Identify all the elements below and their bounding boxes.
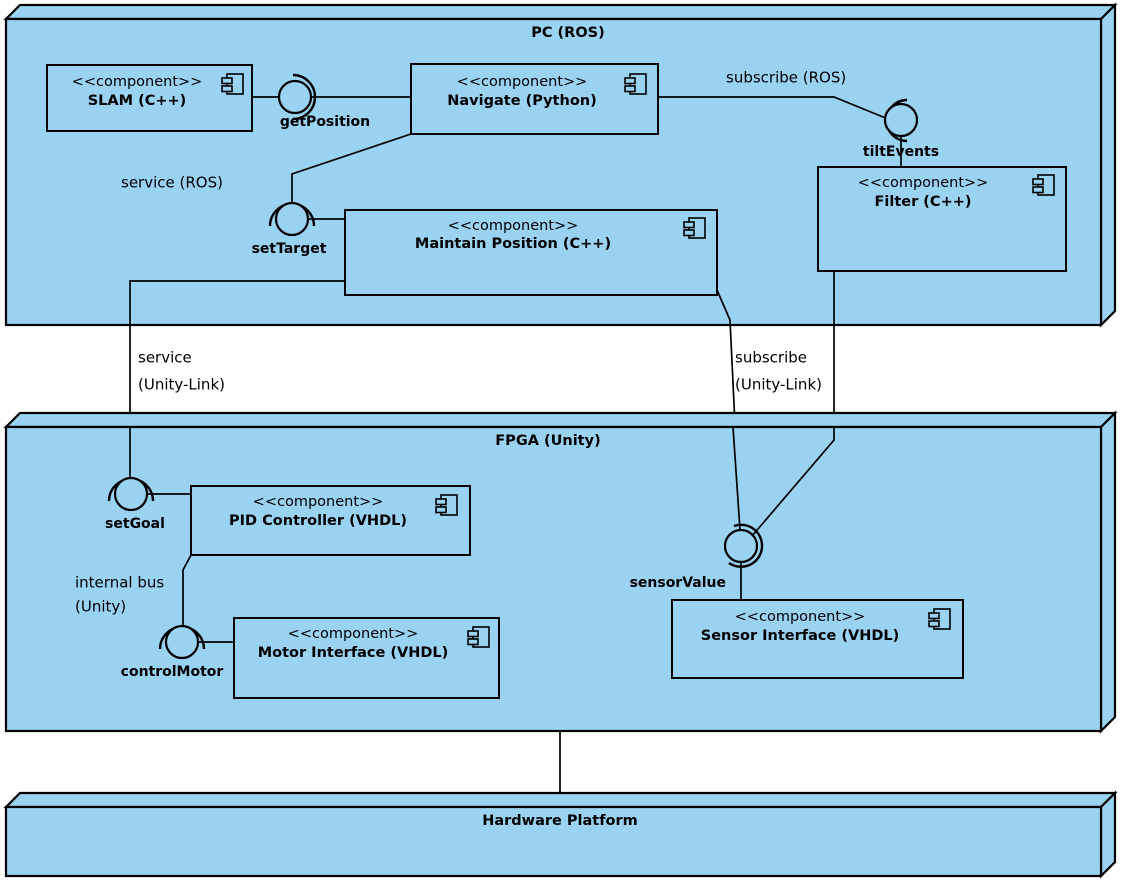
component-slam-stereotype: <<component>>	[72, 74, 203, 90]
component-pid-controller-stereotype: <<component>>	[253, 494, 384, 510]
component-navigate-box	[410, 63, 659, 135]
interface-setgoal[interactable]: setGoal	[105, 476, 165, 532]
component-navigate[interactable]: <<component>> Navigate (Python)	[410, 63, 659, 135]
component-maintain-position-stereotype: <<component>>	[448, 218, 579, 234]
interface-getposition[interactable]: getPosition	[277, 73, 370, 130]
ball-icon	[113, 476, 149, 512]
edge-label-internal-bus-line1: internal bus	[75, 574, 164, 592]
connector-pid-controlmotor	[182, 554, 192, 626]
node-hardware-platform-title: Hardware Platform	[482, 813, 638, 829]
edge-label-subscribe-ros: subscribe (ROS)	[726, 69, 846, 87]
component-sensor-interface-box	[671, 599, 964, 679]
component-pid-controller-box	[190, 485, 471, 556]
edge-label-service-unity-line2: (Unity-Link)	[138, 376, 225, 394]
node-hardware-side-face	[1099, 790, 1117, 879]
component-filter[interactable]: <<component>> Filter (C++)	[817, 166, 1067, 272]
component-filter-stereotype: <<component>>	[858, 175, 989, 191]
edge-label-service-ros: service (ROS)	[121, 174, 223, 192]
component-navigate-name: Navigate (Python)	[447, 93, 596, 109]
component-maintain-position[interactable]: <<component>> Maintain Position (C++)	[344, 209, 718, 296]
component-filter-box	[817, 166, 1067, 272]
edge-label-subscribe-unity-line1: subscribe	[735, 349, 807, 367]
node-fpga-front-face	[4, 425, 1103, 733]
node-fpga-side-face	[1099, 410, 1117, 734]
interface-sensorvalue-label: sensorValue	[630, 575, 726, 591]
interface-settarget[interactable]: setTarget	[252, 201, 327, 257]
edge-label-internal-bus-line2: (Unity)	[75, 598, 126, 616]
component-icon	[928, 608, 951, 630]
interface-controlmotor[interactable]: controlMotor	[121, 624, 224, 680]
component-pid-controller-name: PID Controller (VHDL)	[229, 513, 407, 529]
node-hardware-top-face	[3, 791, 1118, 809]
interface-controlmotor-label: controlMotor	[121, 664, 224, 680]
component-motor-interface-box	[233, 617, 500, 699]
component-slam-box	[46, 64, 253, 132]
ball-icon	[277, 79, 313, 115]
connector-navigate-tiltevents	[658, 96, 889, 120]
node-pc-top-face	[3, 3, 1118, 21]
edge-label-subscribe-unity-line2: (Unity-Link)	[735, 376, 822, 394]
component-sensor-interface[interactable]: <<component>> Sensor Interface (VHDL)	[671, 599, 964, 679]
component-icon	[683, 217, 706, 239]
interface-tiltevents-label: tiltEvents	[863, 144, 939, 160]
connector-maintain-sensorvalue-overlay	[732, 426, 741, 531]
node-pc-side-face	[1099, 2, 1117, 328]
node-pc-title: PC (ROS)	[531, 25, 605, 41]
ball-icon	[274, 201, 310, 237]
component-maintain-position-box	[344, 209, 718, 296]
node-fpga-title: FPGA (Unity)	[495, 433, 600, 449]
edge-label-service-unity-line1: service	[138, 349, 192, 367]
component-maintain-position-name: Maintain Position (C++)	[415, 236, 611, 252]
socket-arc	[292, 73, 317, 121]
node-hardware-front-face	[4, 805, 1103, 878]
component-sensor-interface-name: Sensor Interface (VHDL)	[701, 628, 899, 644]
connector-navigate-settarget	[291, 133, 412, 203]
node-hardware-platform[interactable]: Hardware Platform	[3, 790, 1118, 879]
component-motor-interface-stereotype: <<component>>	[288, 626, 419, 642]
interface-tiltevents[interactable]: tiltEvents	[863, 98, 939, 160]
node-fpga[interactable]: FPGA (Unity)	[3, 410, 1118, 734]
interface-setgoal-label: setGoal	[105, 516, 165, 532]
component-pid-controller[interactable]: <<component>> PID Controller (VHDL)	[190, 485, 471, 556]
component-slam[interactable]: <<component>> SLAM (C++)	[46, 64, 253, 132]
component-icon	[467, 626, 490, 648]
component-icon	[624, 73, 647, 95]
component-icon	[1032, 174, 1055, 196]
connector-filter-sensorvalue-overlay	[751, 427, 835, 537]
ball-icon	[723, 528, 759, 564]
component-filter-name: Filter (C++)	[874, 194, 971, 210]
component-icon	[221, 73, 244, 95]
socket-arc	[728, 523, 764, 568]
node-fpga-top-face	[3, 411, 1118, 429]
interface-settarget-label: setTarget	[252, 241, 327, 257]
component-navigate-stereotype: <<component>>	[457, 74, 588, 90]
component-motor-interface-name: Motor Interface (VHDL)	[258, 645, 449, 661]
component-sensor-interface-stereotype: <<component>>	[735, 609, 866, 625]
component-icon	[435, 494, 458, 516]
interface-getposition-label: getPosition	[280, 114, 370, 130]
interface-sensorvalue[interactable]: sensorValue	[630, 523, 764, 591]
component-slam-name: SLAM (C++)	[88, 93, 187, 109]
ball-icon	[164, 624, 200, 660]
ball-icon	[883, 102, 919, 138]
component-motor-interface[interactable]: <<component>> Motor Interface (VHDL)	[233, 617, 500, 699]
